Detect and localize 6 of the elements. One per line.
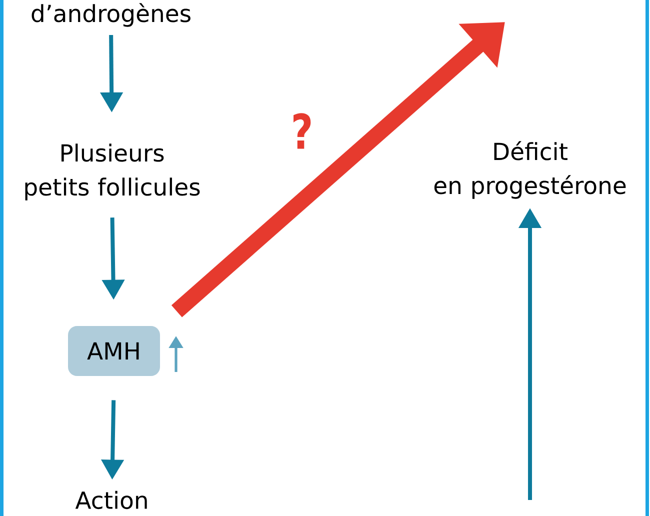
step-label: Déficit en progestérone	[434, 141, 626, 199]
step-label: Plusieurs petits follicules	[25, 144, 200, 200]
step-label: d’androgènes	[32, 3, 190, 27]
edge-label: ?	[290, 112, 314, 150]
step-label: Action	[75, 490, 147, 510]
process-box: AMH	[68, 326, 160, 376]
